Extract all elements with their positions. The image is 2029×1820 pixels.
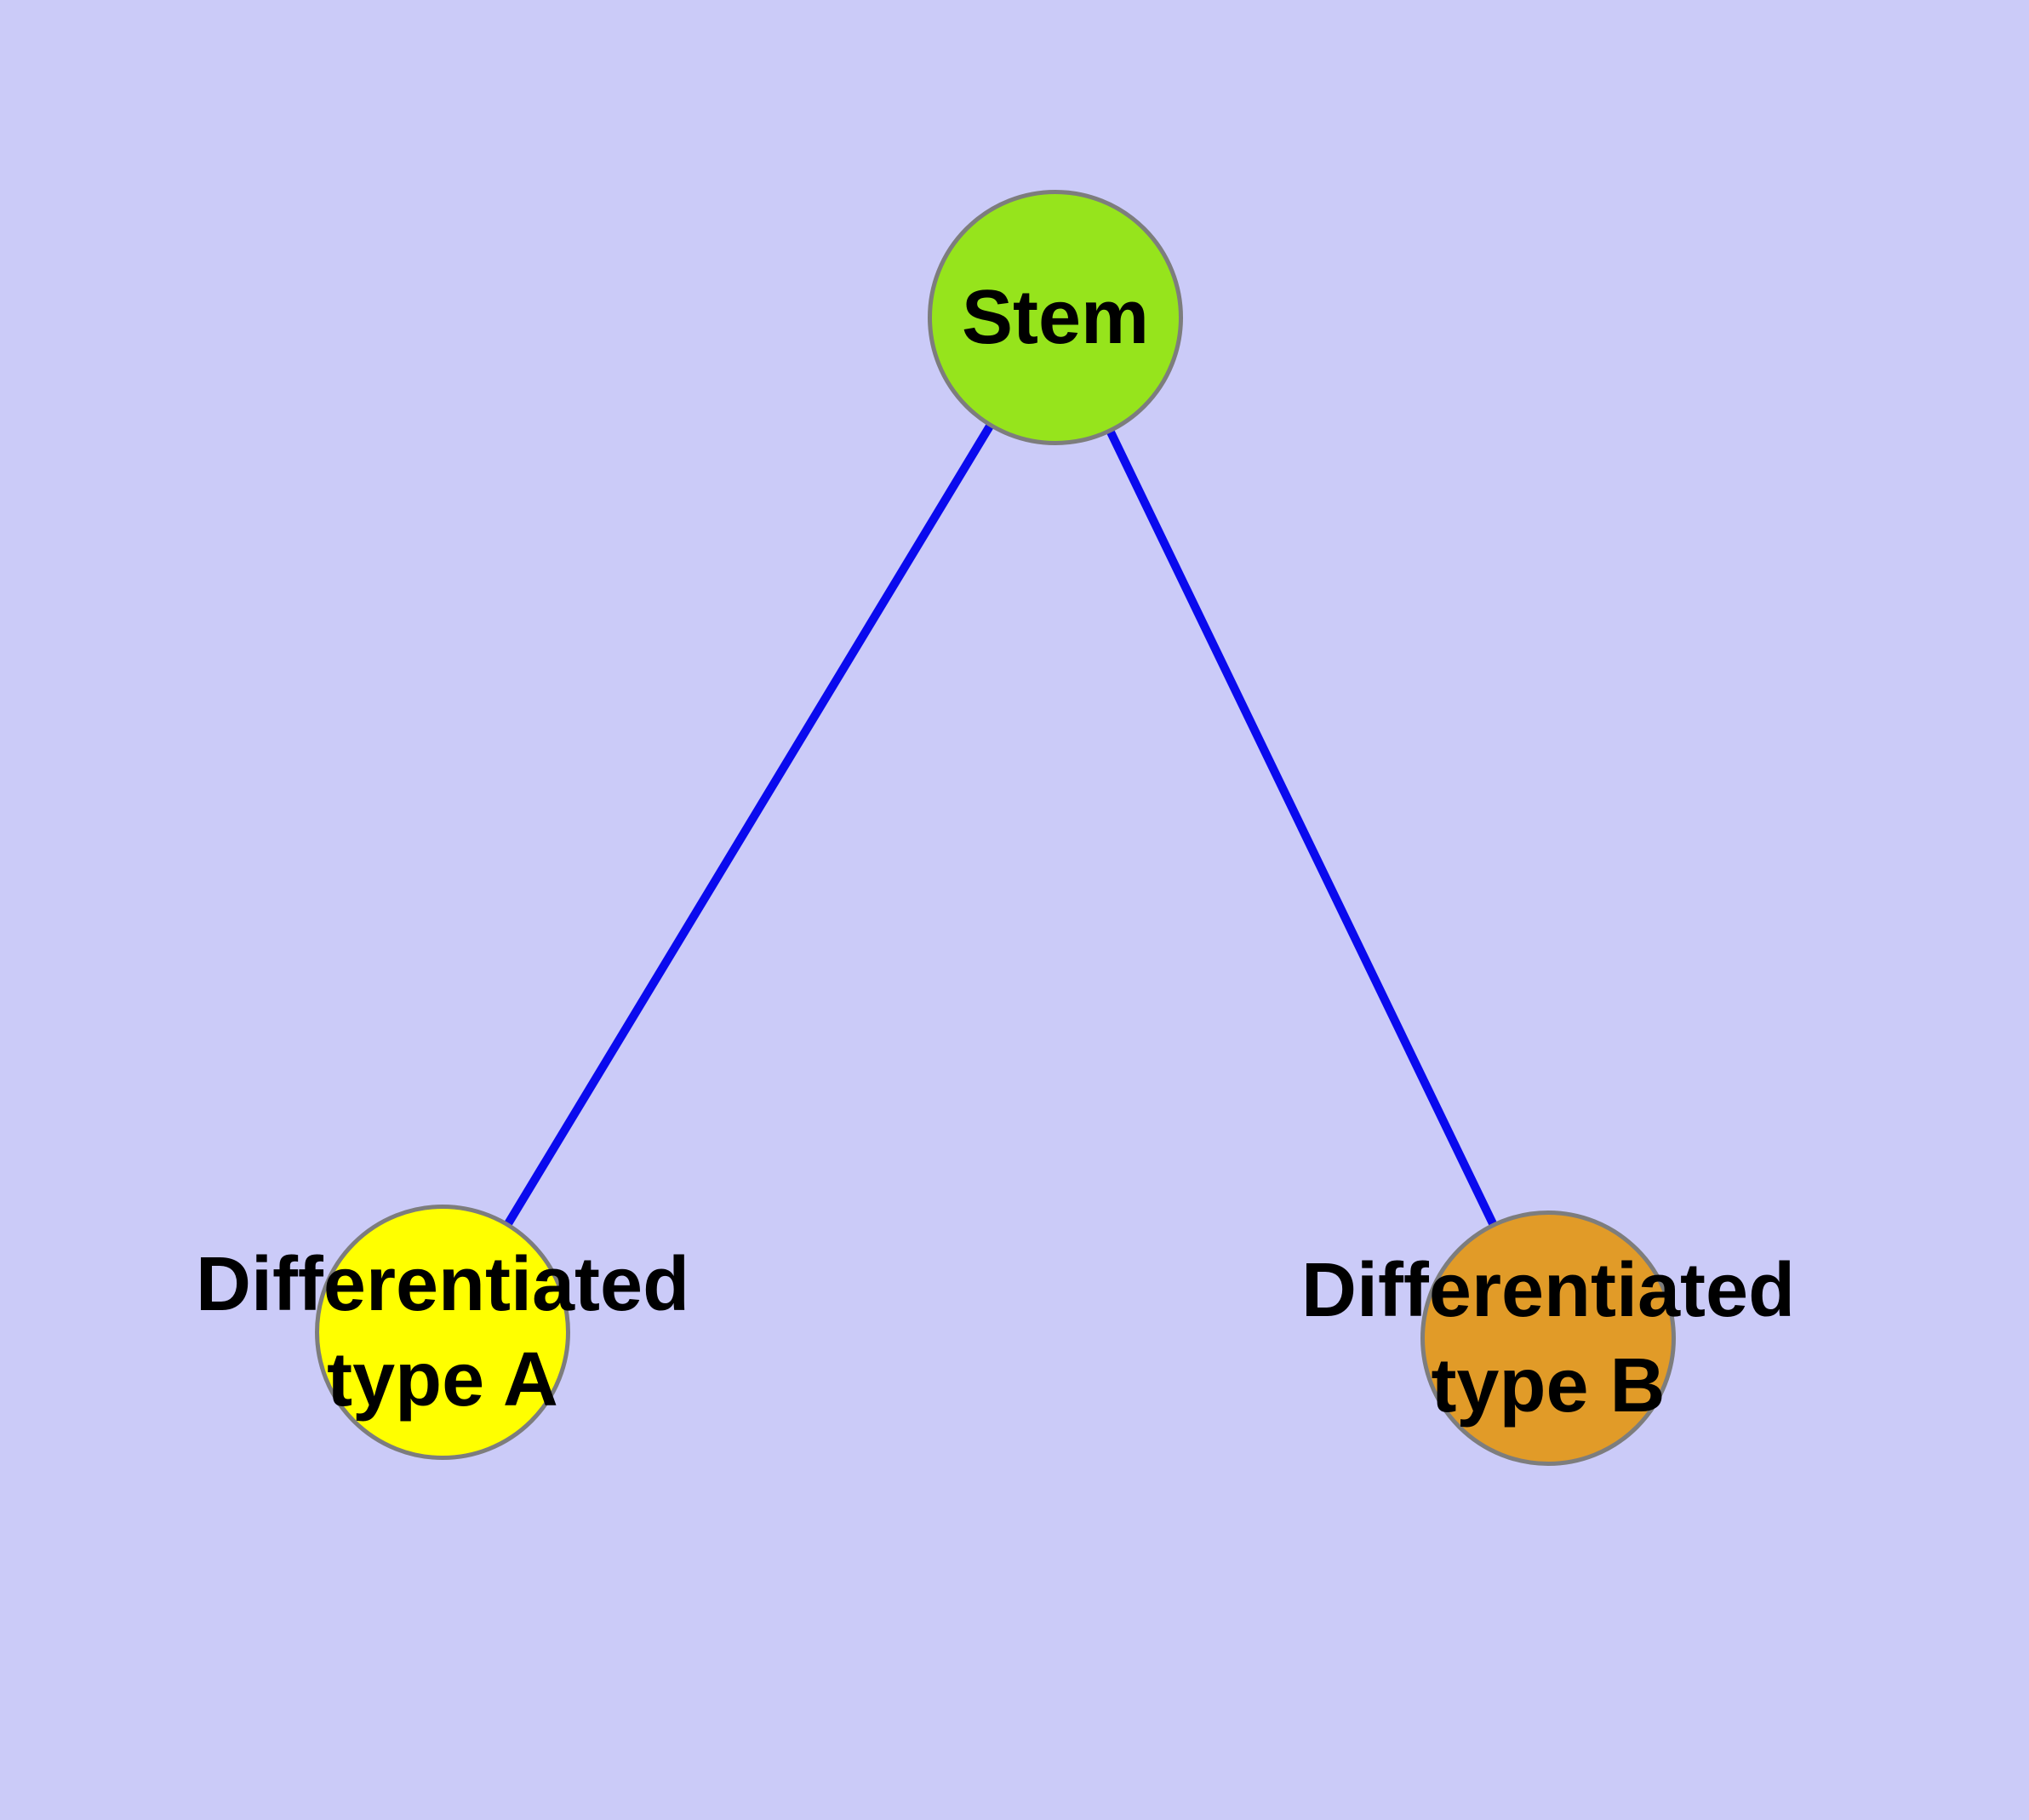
node-type-b-label-line2: type B [1431,1343,1666,1428]
node-stem-label: Stem [962,270,1149,365]
node-stem-circle [928,190,1183,445]
edge-stem-to-type-a [438,315,1060,1335]
node-stem-label-line1: Stem [961,275,1150,360]
node-type-a-label: Differentiated type A [196,1237,689,1428]
node-type-b-label: Differentiated type B [1301,1243,1795,1434]
node-type-a-label-line1: Differentiated [195,1242,690,1327]
edge-stem-to-type-b [1051,315,1552,1341]
node-type-b-label-line1: Differentiated [1300,1248,1796,1333]
node-type-b-circle [1420,1210,1676,1466]
node-type-a-label-line2: type A [327,1337,558,1422]
node-type-a-circle [315,1205,570,1460]
